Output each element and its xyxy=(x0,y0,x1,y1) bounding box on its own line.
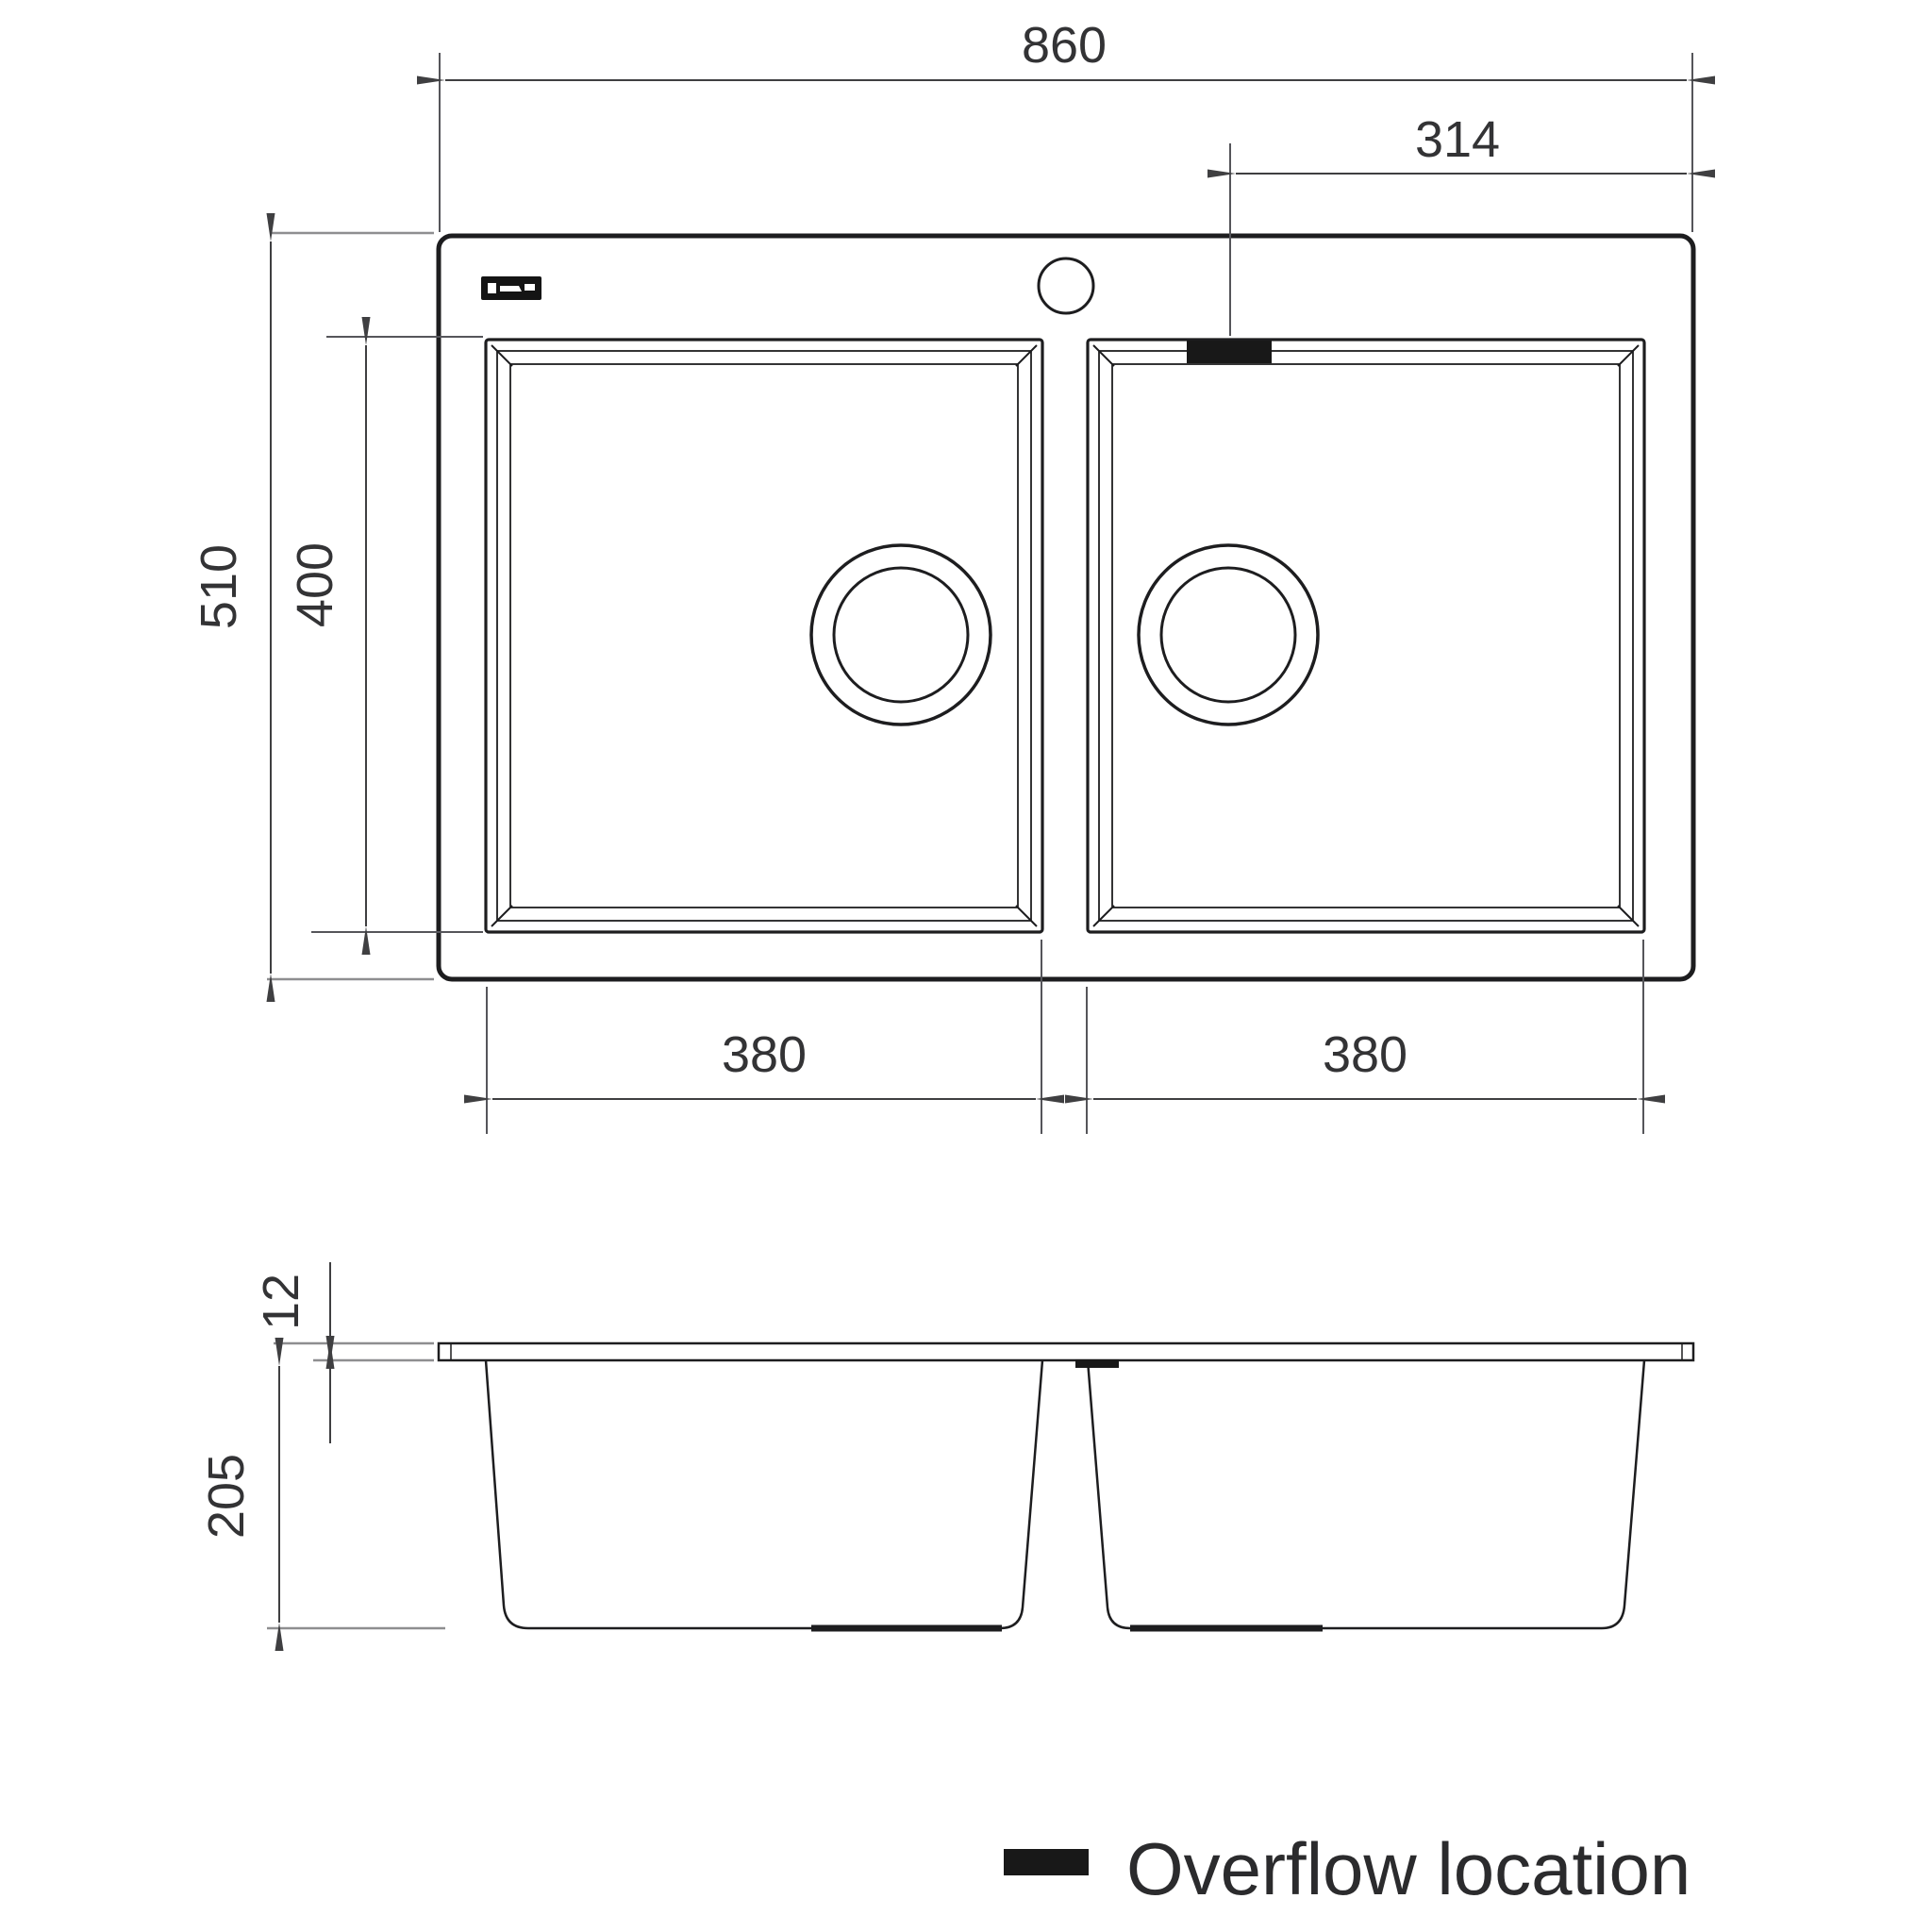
faucet-hole xyxy=(1037,257,1095,315)
overflow-mark-side-view xyxy=(1075,1359,1119,1368)
dimension-overflow-offset: 314 xyxy=(1208,111,1715,336)
dimension-value-380-left: 380 xyxy=(722,1026,807,1083)
dimension-bowl-depth: 205 xyxy=(198,1338,445,1651)
brand-logo xyxy=(481,276,541,300)
rim-slab xyxy=(437,1341,1695,1362)
dimension-overall-width: 860 xyxy=(417,17,1715,232)
left-bowl-corner-chamfers xyxy=(491,344,1038,927)
dimension-value-205: 205 xyxy=(198,1454,255,1539)
dimension-value-400: 400 xyxy=(287,542,343,627)
left-bowl-outer-edge xyxy=(484,338,1044,934)
brand-logo-script xyxy=(500,286,522,291)
right-drain-outer-ring xyxy=(1137,543,1320,726)
overflow-mark-top-view xyxy=(1187,341,1272,363)
right-bowl-rim-line xyxy=(1098,350,1634,922)
overflow-legend-label: Overflow location xyxy=(1126,1827,1690,1910)
dimension-value-860: 860 xyxy=(1022,17,1107,74)
right-drain xyxy=(1137,543,1320,726)
dimension-value-314: 314 xyxy=(1415,111,1500,168)
left-drain-inner-ring xyxy=(832,566,970,704)
dimension-value-510: 510 xyxy=(191,544,247,629)
dimension-value-12: 12 xyxy=(253,1274,309,1330)
left-bowl-inner-edge xyxy=(509,363,1019,908)
right-bowl xyxy=(1086,338,1646,934)
brand-logo-dot xyxy=(525,284,535,291)
dimension-overall-depth: 510 xyxy=(191,213,434,1002)
dimension-bowl-front-to-back: 400 xyxy=(287,317,483,955)
brand-logo-mark xyxy=(488,283,496,293)
right-bowl-inner-edge xyxy=(1111,363,1621,908)
dimension-left-bowl-width: 380 xyxy=(464,940,1064,1134)
left-bowl xyxy=(484,338,1044,934)
legend: Overflow location xyxy=(1004,1827,1690,1910)
right-bowl-profile xyxy=(1086,1359,1646,1630)
right-bowl-corner-chamfers xyxy=(1092,344,1640,927)
left-bowl-rim-line xyxy=(496,350,1032,922)
side-view: 12 205 xyxy=(198,1262,1695,1651)
dimension-value-380-right: 380 xyxy=(1323,1026,1407,1083)
left-drain xyxy=(809,543,992,726)
overflow-legend-swatch xyxy=(1004,1849,1089,1875)
dimension-right-bowl-width: 380 xyxy=(1065,940,1665,1134)
right-bowl-outer-edge xyxy=(1086,338,1646,934)
left-bowl-profile xyxy=(484,1359,1044,1630)
right-drain-inner-ring xyxy=(1159,566,1297,704)
top-view: 860 314 510 400 380 xyxy=(191,17,1715,1134)
left-drain-outer-ring xyxy=(809,543,992,726)
dimension-rim-thickness: 12 xyxy=(253,1262,434,1443)
sink-outline xyxy=(436,233,1696,982)
